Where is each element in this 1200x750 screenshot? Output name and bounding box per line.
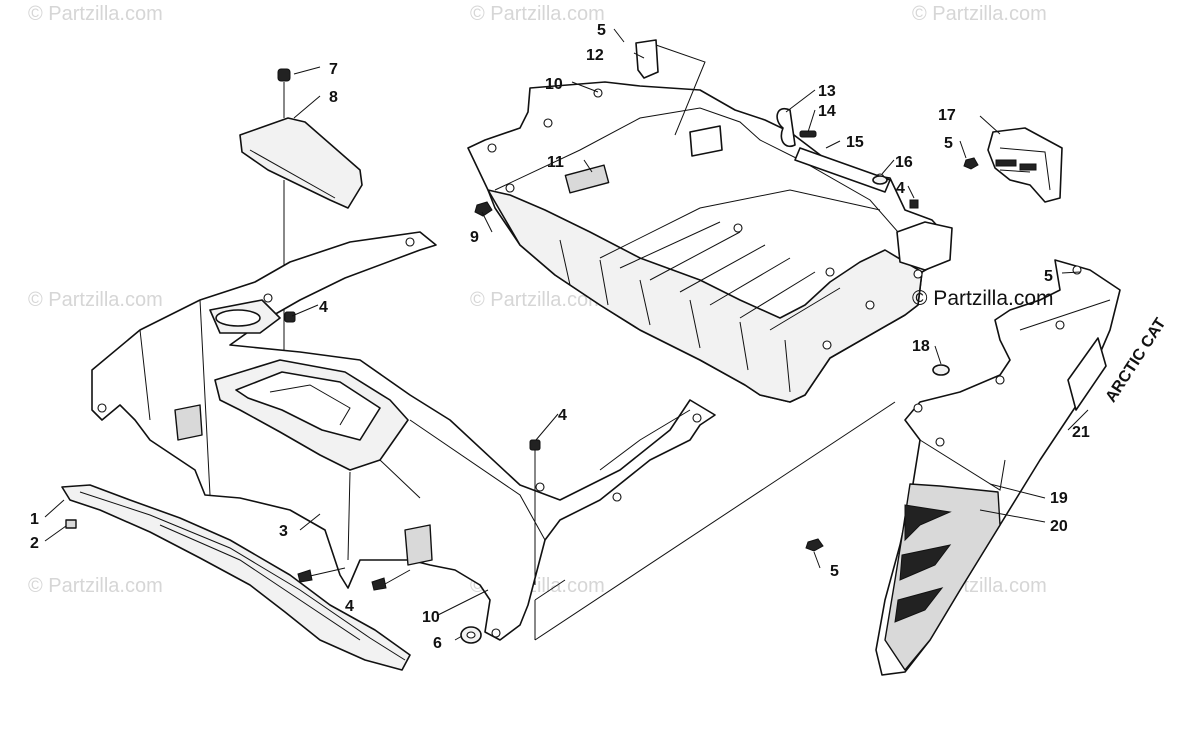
bracket-12 (635, 39, 659, 79)
screw-4-d (371, 577, 387, 591)
nut-5-panel (805, 538, 824, 552)
callout-7: 7 (329, 61, 338, 78)
callout-5: 5 (1044, 268, 1053, 285)
callout-9: 9 (470, 229, 479, 246)
fold-panel-guide (534, 401, 896, 641)
callout-6: 6 (433, 635, 442, 652)
cover-8 (239, 117, 363, 209)
callout-5: 5 (830, 563, 839, 580)
callout-3: 3 (279, 523, 288, 540)
nut-5-light (963, 157, 979, 170)
main-watermark: © Partzilla.com (912, 287, 1054, 310)
callout-4: 4 (319, 299, 328, 316)
callout-10: 10 (545, 76, 563, 93)
watermark: © Partzilla.com (470, 289, 605, 311)
callout-21: 21 (1072, 424, 1090, 441)
callout-4: 4 (896, 180, 905, 197)
callout-5: 5 (944, 135, 953, 152)
callout-5: 5 (597, 22, 606, 39)
side-panel-19 (875, 259, 1121, 676)
callout-1: 1 (30, 511, 39, 528)
callout-16: 16 (895, 154, 913, 171)
clip-13 (776, 107, 796, 147)
callout-8: 8 (329, 89, 338, 106)
decal-text: ARCTIC CAT (1103, 315, 1170, 405)
callout-20: 20 (1050, 518, 1068, 535)
callout-19: 19 (1050, 490, 1068, 507)
decal-21 (1067, 337, 1107, 411)
grommet-16 (872, 175, 888, 185)
screw-7 (277, 68, 291, 82)
tail-light-17 (987, 127, 1063, 203)
grommet-18 (932, 364, 950, 376)
screw-4-c (297, 569, 313, 583)
leader-lines (44, 28, 1089, 641)
callout-10: 10 (422, 609, 440, 626)
watermark: © Partzilla.com (28, 289, 163, 311)
callout-14: 14 (818, 103, 836, 120)
callout-12: 12 (586, 47, 604, 64)
watermark: © Partzilla.com (912, 3, 1047, 25)
watermark: © Partzilla.com (28, 575, 163, 597)
screw-4-a (284, 311, 296, 323)
callout-2: 2 (30, 535, 39, 552)
callout-13: 13 (818, 83, 836, 100)
callout-15: 15 (846, 134, 864, 151)
watermark: © Partzilla.com (28, 3, 163, 25)
screw-4-b (529, 439, 541, 451)
screw-4-tub (909, 199, 919, 209)
callout-18: 18 (912, 338, 930, 355)
callout-labels: 1 2 3 4 4 4 4 5 5 5 5 6 7 8 9 10 10 11 1… (30, 22, 1090, 652)
rear-body-panel-3 (91, 231, 716, 641)
callout-4: 4 (345, 598, 354, 615)
nut-9 (474, 201, 493, 217)
callout-17: 17 (938, 107, 956, 124)
lower-trim-1 (61, 484, 411, 671)
callout-4: 4 (558, 407, 567, 424)
watermark: © Partzilla.com (470, 3, 605, 25)
cargo-tub (467, 81, 953, 403)
callout-11: 11 (547, 154, 564, 171)
strip-15 (794, 147, 891, 193)
